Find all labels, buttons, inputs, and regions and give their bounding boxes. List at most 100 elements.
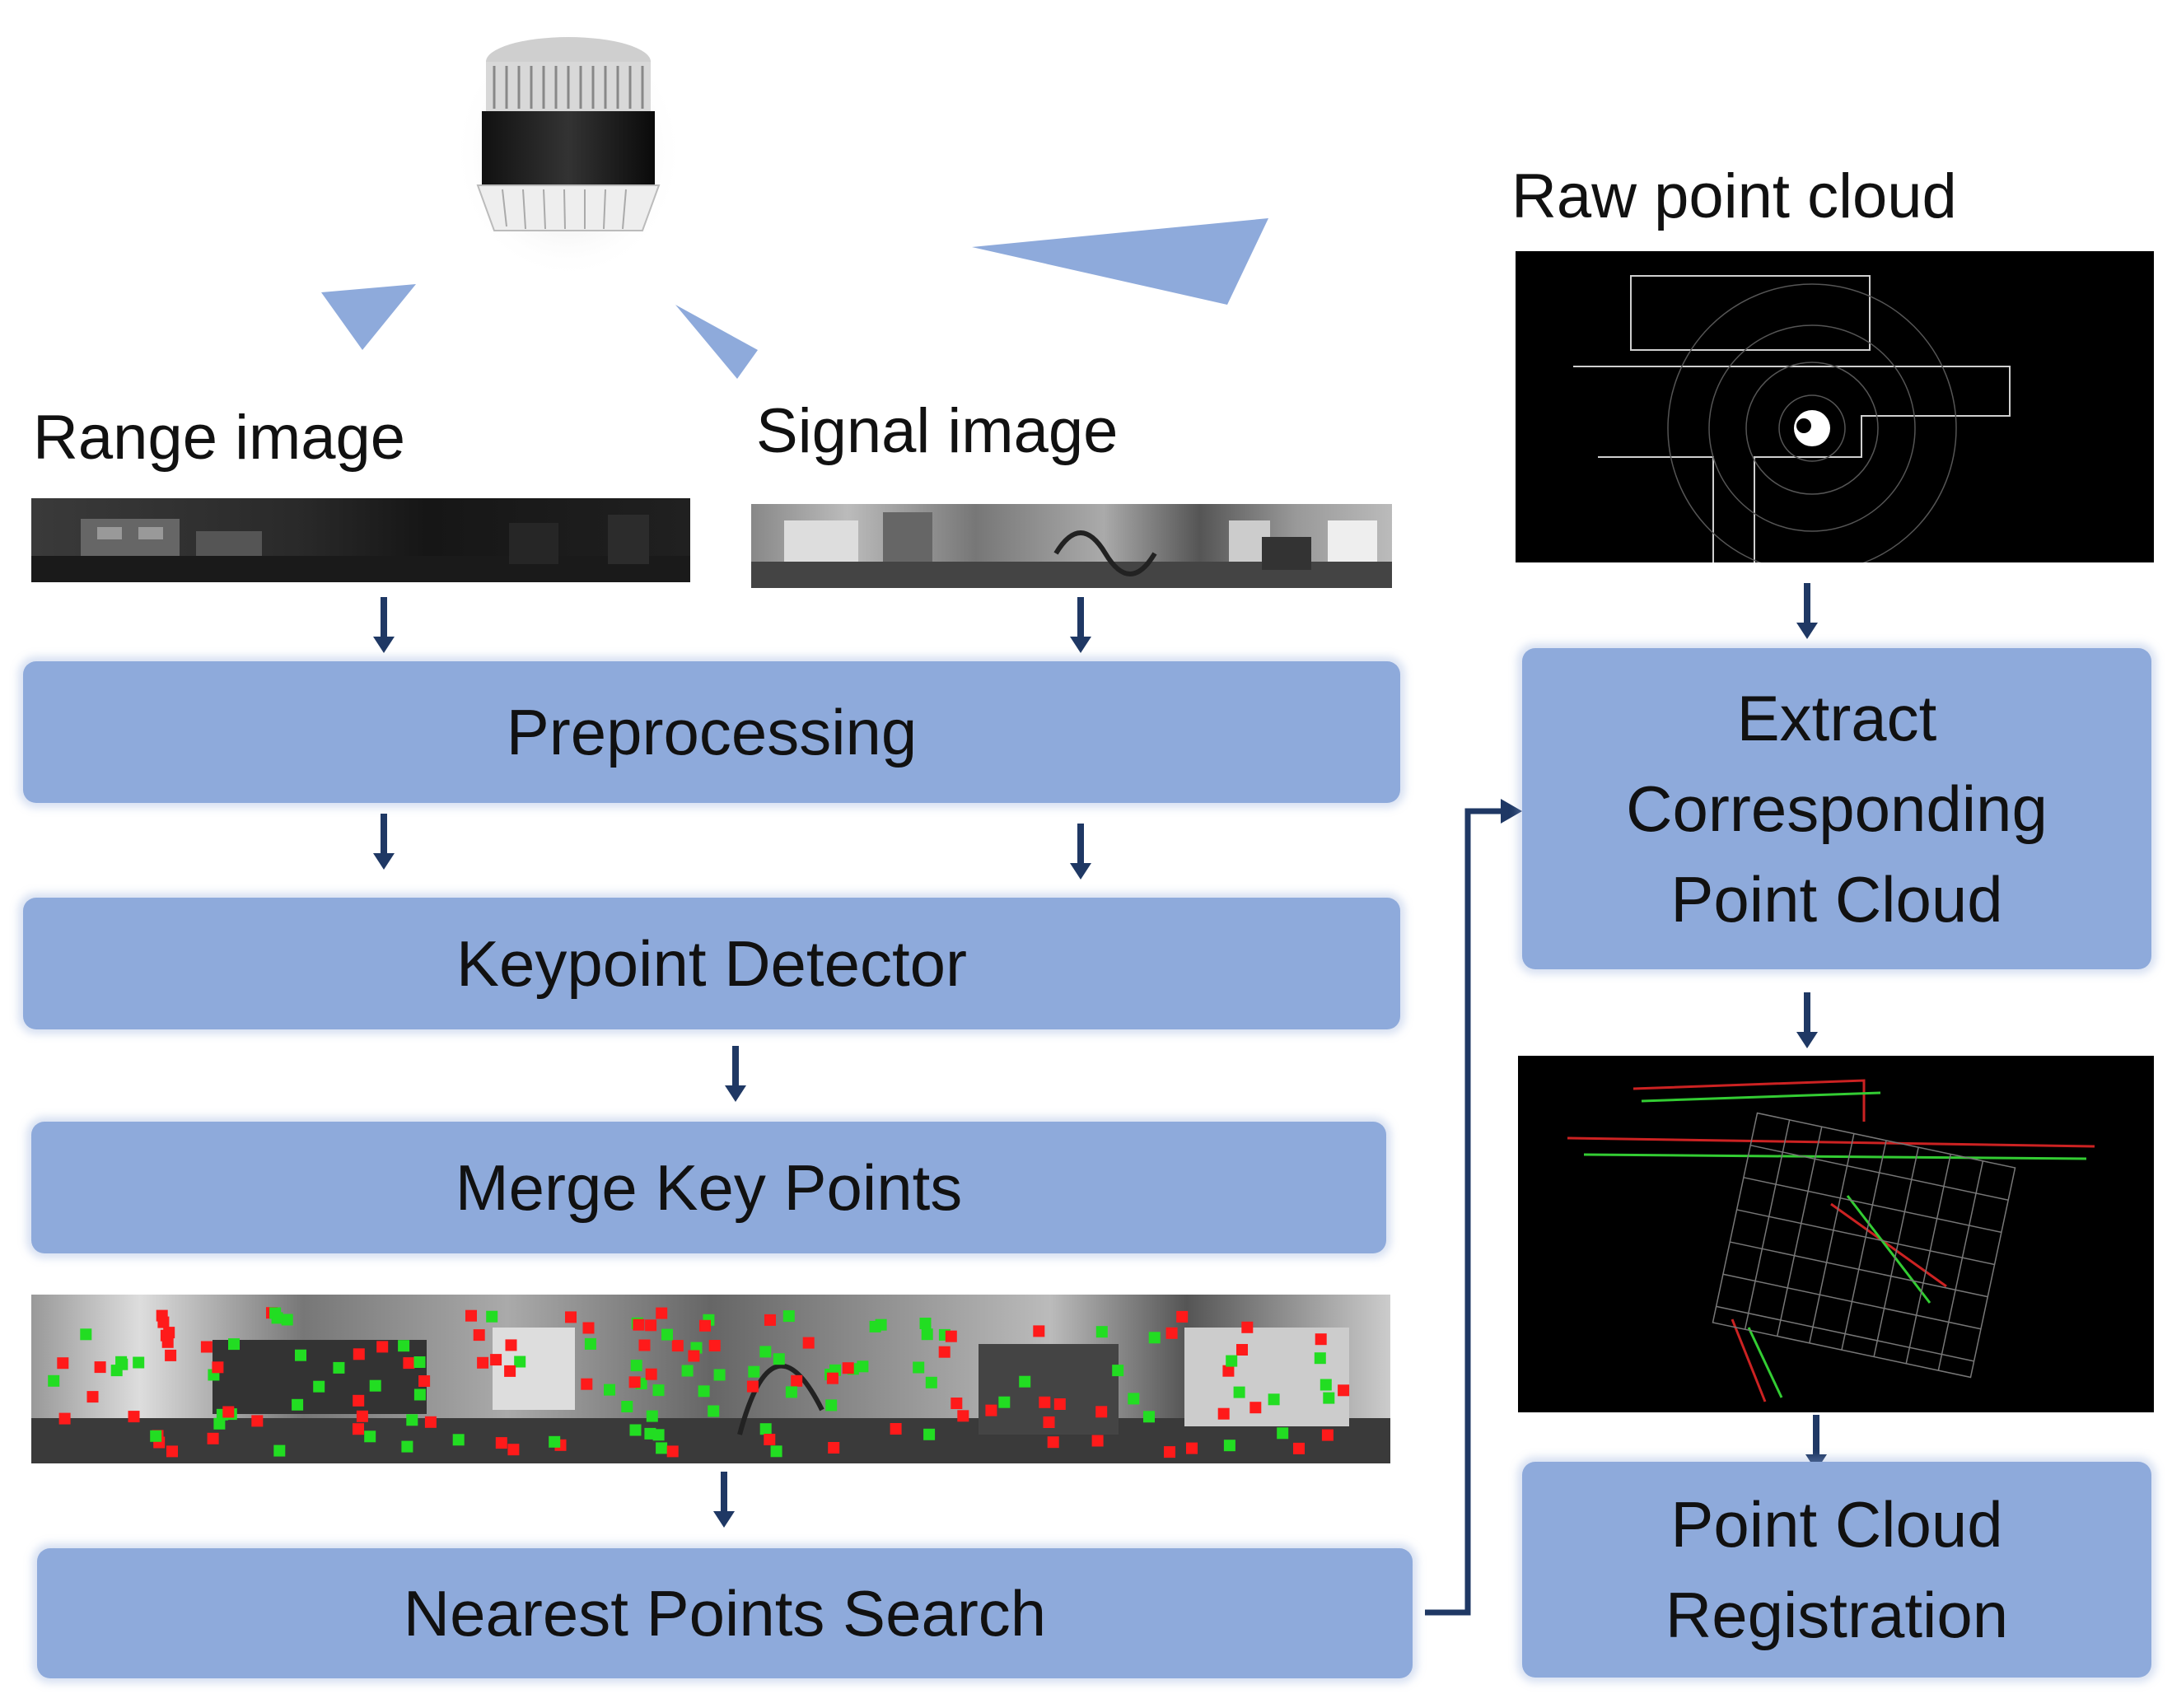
keypoints-image: [31, 1295, 1390, 1463]
keypoint-marker: [565, 1311, 577, 1323]
keypoint-marker: [401, 1440, 413, 1453]
keypoint-marker: [403, 1357, 415, 1370]
keypoint-marker: [251, 1415, 264, 1427]
keypoint-marker: [165, 1349, 177, 1361]
keypoint-marker: [424, 1416, 437, 1428]
emission-triangle-right: [972, 218, 1268, 305]
keypoint-marker: [746, 1380, 759, 1393]
keypoint-marker: [465, 1309, 477, 1322]
keypoint-marker: [473, 1329, 485, 1342]
keypoint-marker: [1222, 1365, 1235, 1377]
keypoint-marker: [1320, 1379, 1332, 1391]
keypoint-marker: [1314, 1352, 1326, 1365]
keypoint-marker: [759, 1423, 772, 1435]
keypoint-marker: [826, 1372, 838, 1384]
keypoint-marker: [333, 1361, 345, 1374]
keypoint-marker: [759, 1346, 772, 1358]
keypoint-marker: [1277, 1427, 1289, 1440]
arrow-down-icon: [1070, 824, 1091, 880]
keypoint-marker: [163, 1327, 175, 1339]
keypoint-marker: [645, 1368, 657, 1380]
keypoint-marker: [353, 1348, 365, 1360]
keypoint-marker: [708, 1405, 720, 1417]
keypoint-marker: [1095, 1406, 1108, 1418]
keypoint-marker: [507, 1444, 520, 1456]
keypoint-marker: [825, 1399, 838, 1412]
keypoint-marker: [644, 1427, 656, 1440]
keypoint-marker: [94, 1361, 106, 1374]
keypoint-marker: [708, 1340, 721, 1351]
keypoint-marker: [58, 1412, 71, 1425]
arrow-down-icon: [713, 1472, 735, 1528]
preprocessing-label: Preprocessing: [506, 695, 918, 768]
merge-key-points-label: Merge Key Points: [455, 1150, 963, 1224]
keypoint-marker: [1043, 1416, 1055, 1428]
nearest-points-search-box: Nearest Points Search: [37, 1548, 1413, 1678]
keypoint-marker: [584, 1337, 596, 1350]
keypoint-marker: [57, 1357, 69, 1370]
connector-arrow: [1425, 799, 1522, 1616]
keypoint-marker: [1233, 1386, 1245, 1398]
keypoint-marker: [629, 1424, 642, 1436]
keypoint-marker: [1095, 1326, 1108, 1338]
keypoint-marker: [207, 1432, 219, 1444]
keypoint-marker: [699, 1319, 711, 1332]
keypoint-marker: [490, 1354, 502, 1366]
lidar-sensor-icon: [445, 16, 692, 288]
keypoint-marker: [477, 1356, 489, 1369]
keypoint-marker: [945, 1330, 957, 1342]
keypoint-marker: [713, 1369, 726, 1381]
arrow-down-icon: [1796, 583, 1818, 639]
keypoint-marker: [656, 1307, 668, 1319]
keypoint-marker: [1112, 1365, 1124, 1377]
keypoint-marker: [1226, 1355, 1238, 1367]
keypoint-marker: [418, 1375, 431, 1387]
keypoint-marker: [582, 1322, 595, 1334]
keypoint-marker: [115, 1356, 128, 1368]
keypoint-marker: [1053, 1398, 1066, 1410]
keypoint-marker: [413, 1356, 426, 1368]
keypoint-marker: [890, 1423, 902, 1435]
keypoint-marker: [671, 1340, 684, 1352]
keypoint-marker: [998, 1396, 1011, 1408]
keypoint-marker: [773, 1353, 785, 1365]
keypoint-marker: [646, 1410, 658, 1422]
keypoint-marker: [652, 1384, 665, 1397]
keypoint-marker: [273, 1444, 286, 1457]
keypoint-marker: [857, 1360, 869, 1373]
keypoint-marker: [1236, 1344, 1248, 1356]
raw-point-cloud-label: Raw point cloud: [1511, 161, 1957, 231]
keypoint-marker: [157, 1316, 170, 1328]
keypoint-marker: [1249, 1402, 1262, 1414]
keypoint-marker: [1019, 1375, 1031, 1388]
keypoint-marker: [1186, 1442, 1198, 1454]
keypoint-marker: [133, 1356, 145, 1369]
keypoint-marker: [1338, 1384, 1350, 1397]
keypoint-marker: [212, 1361, 224, 1374]
keypoint-marker: [581, 1378, 593, 1390]
keypoint-marker: [228, 1338, 240, 1351]
keypoint-marker: [353, 1394, 365, 1407]
keypoint-marker: [698, 1385, 710, 1398]
keypoint-marker: [764, 1434, 776, 1445]
keypoint-marker: [802, 1337, 815, 1349]
keypoint-marker: [938, 1346, 951, 1358]
keypoint-marker: [661, 1328, 673, 1341]
keypoint-marker: [495, 1437, 507, 1449]
keypoint-marker: [166, 1445, 178, 1458]
keypoint-marker: [1268, 1393, 1280, 1406]
keypoint-marker: [505, 1339, 517, 1351]
keypoint-marker: [398, 1340, 410, 1352]
keypoint-marker: [48, 1374, 60, 1387]
keypoint-marker: [681, 1365, 694, 1377]
keypoint-marker: [413, 1388, 426, 1401]
registration-box: Point Cloud Registration: [1522, 1462, 2151, 1678]
keypoint-marker: [656, 1442, 668, 1454]
keypoint-marker: [292, 1398, 304, 1411]
keypoint-marker: [688, 1350, 700, 1362]
registration-label: Point Cloud Registration: [1665, 1488, 2009, 1651]
keypoint-marker: [1223, 1440, 1235, 1452]
arrow-down-icon: [373, 814, 395, 870]
keypoint-marker: [295, 1349, 306, 1361]
keypoint-marker: [1148, 1332, 1161, 1344]
